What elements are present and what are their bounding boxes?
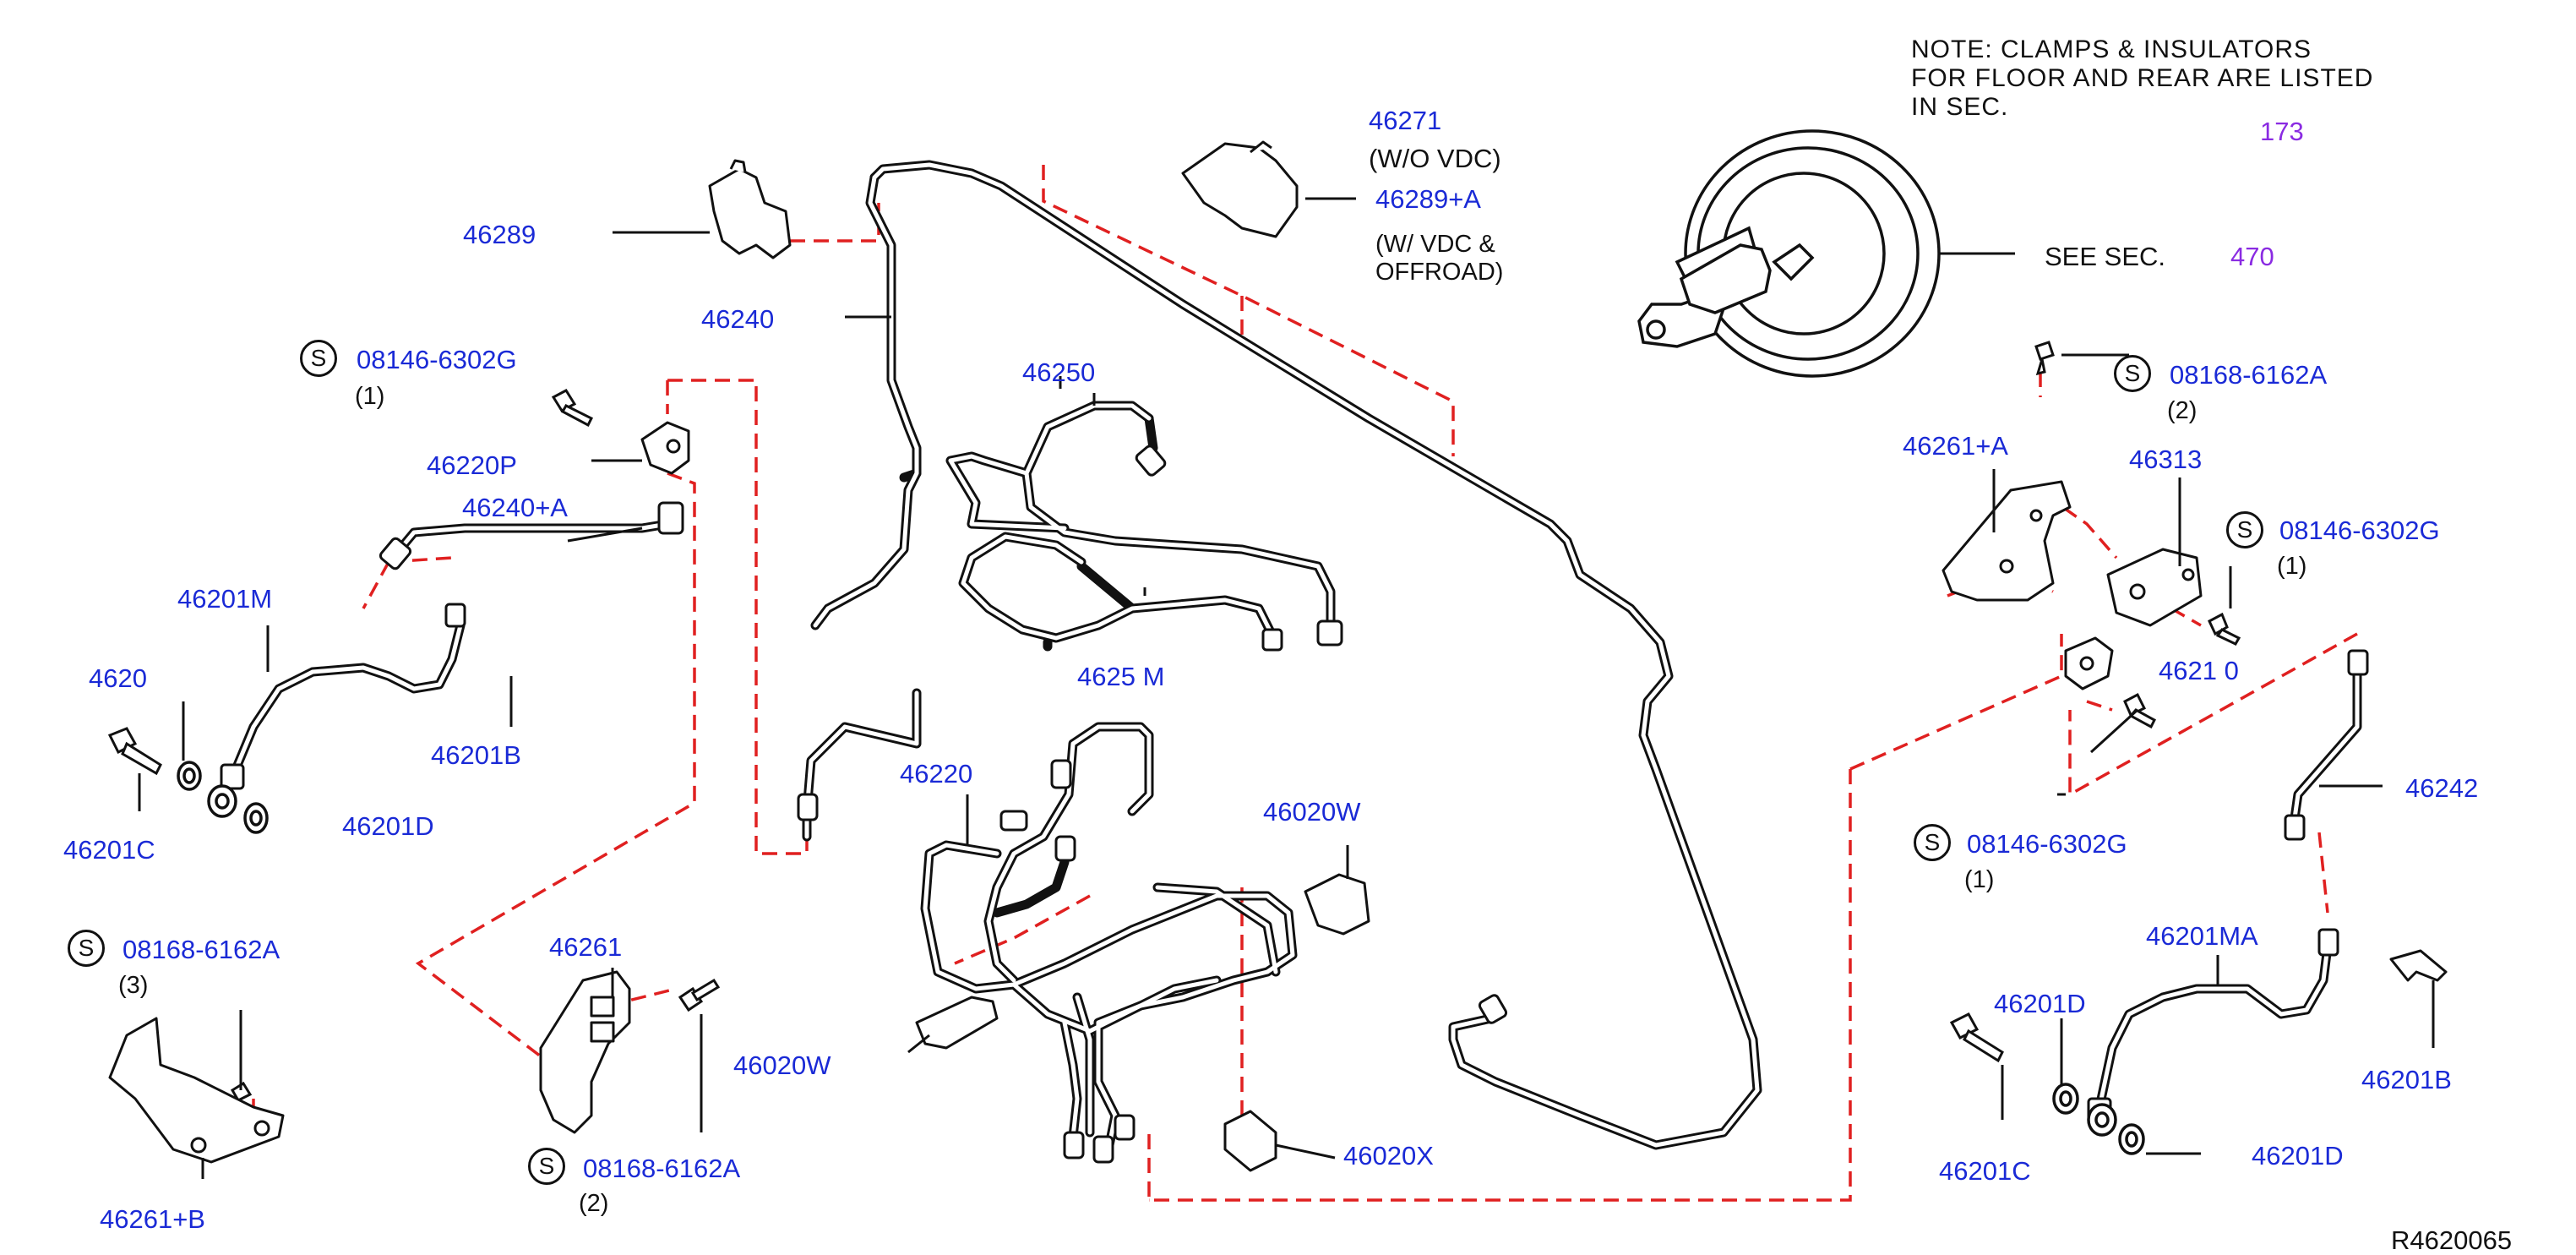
bracket-46261	[539, 970, 631, 1134]
standard-part-6[interactable]: 08146-6302G	[1967, 829, 2127, 859]
part-4621-partial[interactable]: 4621 0	[2159, 656, 2239, 685]
part-46261b[interactable]: 46261+B	[100, 1204, 205, 1234]
part-46289a-note-1: (W/ VDC &	[1375, 231, 1495, 258]
leader-lines	[138, 197, 2435, 1179]
s-symbol-1: S	[300, 340, 337, 377]
brackets	[108, 140, 2448, 1172]
part-4620-partial[interactable]: 4620	[89, 663, 147, 693]
part-46201c-right[interactable]: 46201C	[1939, 1156, 2031, 1186]
part-46201d-right-1[interactable]: 46201D	[1994, 989, 2086, 1018]
s-symbol-2: S	[68, 930, 105, 967]
note-line-2: FOR FLOOR AND REAR ARE LISTED	[1911, 64, 2374, 92]
standard-part-4-qty: (2)	[2167, 397, 2197, 424]
part-46240[interactable]: 46240	[701, 304, 775, 334]
part-46201b-right[interactable]: 46201B	[2361, 1065, 2452, 1094]
part-46220[interactable]: 46220	[900, 759, 973, 788]
clip-46289	[708, 167, 792, 259]
standard-part-2-qty: (3)	[118, 972, 149, 999]
clip-46020w-right	[1304, 873, 1370, 936]
part-46271[interactable]: 46271	[1369, 106, 1442, 135]
part-46220p[interactable]: 46220P	[427, 450, 517, 480]
part-46289a-note-2: OFFROAD)	[1375, 259, 1504, 286]
clamps-note: NOTE: CLAMPS & INSULATORS FOR FLOOR AND …	[1911, 35, 2373, 122]
standard-part-1-qty: (1)	[355, 383, 385, 410]
part-46289[interactable]: 46289	[463, 220, 536, 249]
s-symbol-4: S	[2114, 355, 2151, 392]
booster-see-sec: SEE SEC.	[2045, 242, 2165, 271]
note-line-3: IN SEC.	[1911, 93, 2009, 121]
part-46201c-left[interactable]: 46201C	[63, 835, 155, 865]
clip-46201b-right	[2389, 949, 2448, 982]
part-46020w-right[interactable]: 46020W	[1263, 797, 1361, 827]
part-46201m[interactable]: 46201M	[177, 584, 273, 614]
s-symbol-5: S	[2226, 511, 2263, 548]
standard-part-5[interactable]: 08146-6302G	[2279, 516, 2440, 545]
fittings	[220, 445, 2369, 1164]
standard-part-2[interactable]: 08168-6162A	[123, 935, 280, 964]
bracket-46261b	[108, 1017, 285, 1164]
part-46242[interactable]: 46242	[2405, 773, 2479, 803]
part-46250[interactable]: 46250	[1022, 357, 1096, 387]
standard-part-1[interactable]: 08146-6302G	[357, 345, 517, 374]
booster-section-link[interactable]: 470	[2230, 242, 2274, 271]
part-46201d-right-2[interactable]: 46201D	[2252, 1141, 2344, 1170]
part-46313[interactable]: 46313	[2129, 445, 2203, 474]
figure-code: R4620065	[2391, 1225, 2513, 1255]
part-46201ma[interactable]: 46201MA	[2146, 921, 2258, 951]
bolts	[107, 341, 2241, 1102]
part-46261a[interactable]: 46261+A	[1903, 431, 2008, 461]
clip-46020x	[1223, 1110, 1277, 1172]
block-46220p	[640, 421, 690, 475]
part-46020w-left[interactable]: 46020W	[733, 1050, 831, 1080]
part-46250m[interactable]: 4625 M	[1077, 662, 1165, 691]
standard-part-4[interactable]: 08168-6162A	[2170, 360, 2328, 390]
block-46313	[2106, 548, 2203, 627]
washers	[177, 761, 2145, 1155]
part-46201d-left[interactable]: 46201D	[342, 811, 434, 841]
standard-part-3[interactable]: 08168-6162A	[583, 1154, 741, 1183]
s-symbol-3: S	[528, 1148, 565, 1185]
clip-46271	[1181, 142, 1299, 238]
brake-booster	[1637, 129, 1941, 378]
note-section-link[interactable]: 173	[2260, 117, 2304, 146]
note-line-1: NOTE: CLAMPS & INSULATORS	[1911, 35, 2312, 63]
bracket-46261a	[1942, 480, 2072, 602]
part-46261[interactable]: 46261	[549, 932, 623, 962]
part-46271-note: (W/O VDC)	[1369, 144, 1501, 173]
brake-lines-inner	[230, 162, 2360, 1160]
standard-part-3-qty: (2)	[579, 1190, 609, 1217]
part-46201b-left[interactable]: 46201B	[431, 740, 521, 770]
standard-part-6-qty: (1)	[1964, 866, 1995, 893]
part-46020x[interactable]: 46020X	[1343, 1141, 1434, 1170]
part-46289a[interactable]: 46289+A	[1375, 184, 1481, 214]
s-symbol-6: S	[1914, 824, 1951, 861]
part-46240a[interactable]: 46240+A	[462, 493, 568, 522]
clip-46020w-left	[915, 996, 999, 1050]
standard-part-5-qty: (1)	[2277, 553, 2307, 580]
